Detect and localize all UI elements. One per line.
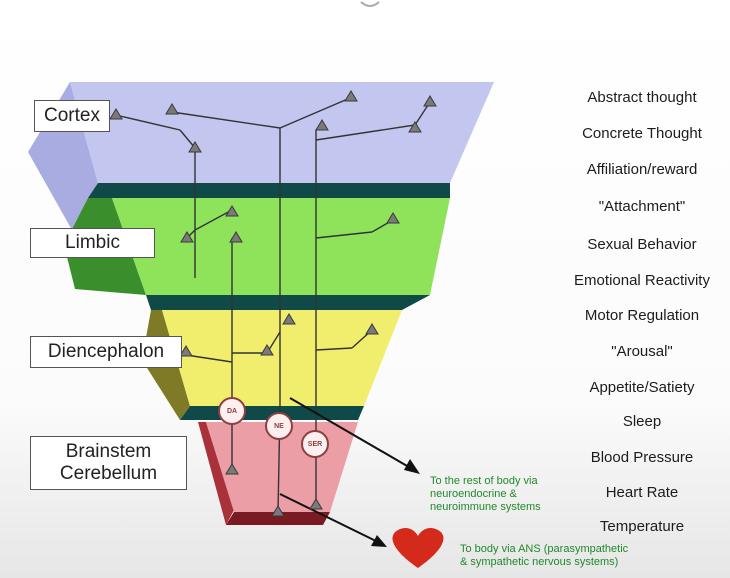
cortex-separator bbox=[88, 183, 450, 198]
top-marker bbox=[361, 2, 379, 6]
serotonin-badge: SER bbox=[301, 430, 329, 458]
label-brainstem: Brainstem Cerebellum bbox=[30, 436, 187, 490]
norepinephrine-badge: NE bbox=[265, 412, 293, 440]
arrow-head-ans bbox=[371, 535, 387, 547]
function-label: Affiliation/reward bbox=[587, 161, 698, 178]
serotonin-label: SER bbox=[308, 441, 322, 448]
function-label: Heart Rate bbox=[606, 484, 679, 501]
function-label: Temperature bbox=[600, 518, 684, 535]
label-cerebellum-text: Cerebellum bbox=[60, 463, 157, 485]
label-limbic: Limbic bbox=[30, 228, 155, 258]
function-label: Concrete Thought bbox=[582, 125, 702, 142]
limbic-separator bbox=[146, 295, 430, 310]
note-ans: To body via ANS (parasympathetic & sympa… bbox=[460, 543, 628, 569]
dopamine-label: DA bbox=[227, 408, 237, 415]
function-label: Sleep bbox=[623, 413, 661, 430]
note-neuroendocrine-line: neuroimmune systems bbox=[430, 501, 541, 514]
function-label: "Attachment" bbox=[599, 198, 686, 215]
function-label: Blood Pressure bbox=[591, 449, 694, 466]
label-diencephalon: Diencephalon bbox=[30, 336, 182, 368]
label-brainstem-text: Brainstem bbox=[66, 441, 152, 463]
heart-icon bbox=[393, 528, 444, 568]
function-label: Emotional Reactivity bbox=[574, 272, 710, 289]
function-label: Abstract thought bbox=[587, 89, 696, 106]
function-label: Sexual Behavior bbox=[587, 236, 696, 253]
note-neuroendocrine: To the rest of body via neuroendocrine &… bbox=[430, 475, 541, 514]
function-label: Motor Regulation bbox=[585, 307, 699, 324]
dopamine-badge: DA bbox=[218, 397, 246, 425]
function-label: Appetite/Satiety bbox=[589, 379, 694, 396]
label-limbic-text: Limbic bbox=[65, 232, 120, 254]
label-cortex-text: Cortex bbox=[44, 105, 100, 127]
note-neuroendocrine-line: To the rest of body via bbox=[430, 475, 541, 488]
note-neuroendocrine-line: neuroendocrine & bbox=[430, 488, 541, 501]
norepinephrine-label: NE bbox=[274, 423, 284, 430]
note-ans-line: To body via ANS (parasympathetic bbox=[460, 543, 628, 556]
diencephalon-top bbox=[162, 310, 402, 406]
function-label: "Arousal" bbox=[611, 343, 673, 360]
limbic-top bbox=[112, 198, 450, 295]
note-ans-line: & sympathetic nervous systems) bbox=[460, 556, 628, 569]
arrow-head-neuroendocrine bbox=[404, 459, 420, 474]
label-cortex: Cortex bbox=[34, 100, 110, 132]
label-diencephalon-text: Diencephalon bbox=[48, 341, 164, 363]
